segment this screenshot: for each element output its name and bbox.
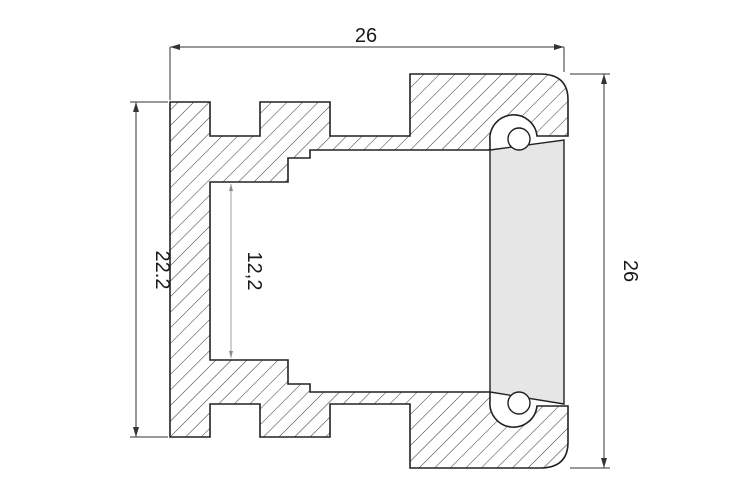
dimension-right-height: 26 <box>570 73 641 469</box>
groove-bottom <box>507 391 531 415</box>
dimension-inner-height: 12,2 <box>229 184 265 358</box>
dimension-inner-height-label: 12,2 <box>243 252 265 291</box>
dimension-left-height-label: 22.2 <box>151 251 173 290</box>
profile-cross-section <box>169 73 569 469</box>
dimension-left-height: 22.2 <box>130 101 173 438</box>
dimension-right-height-label: 26 <box>619 260 641 282</box>
groove-top <box>507 127 531 151</box>
dimension-top-width-label: 26 <box>355 25 377 47</box>
dimension-top-width: 26 <box>169 25 565 100</box>
seal-insert <box>489 139 565 405</box>
